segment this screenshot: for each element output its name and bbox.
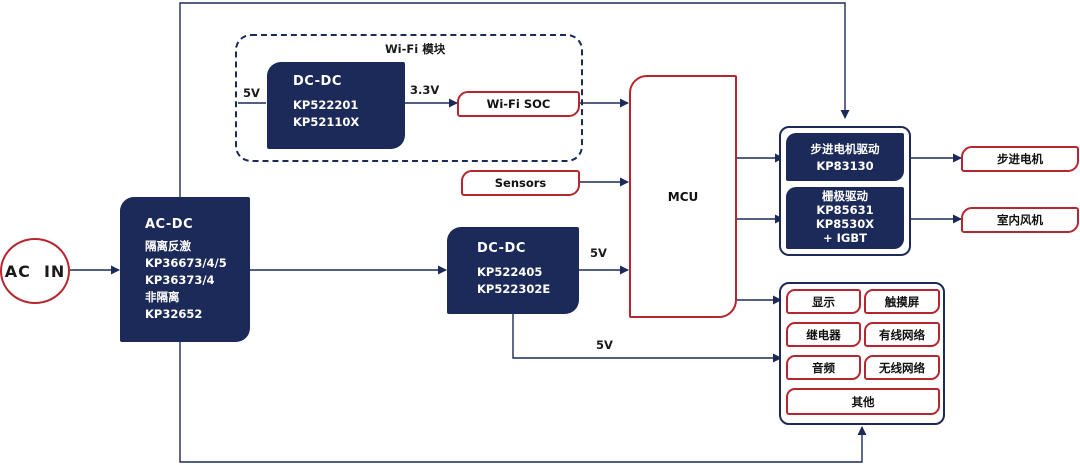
voltage-to-mcu: 5V — [590, 246, 607, 260]
wifi-dcdc-title: DC-DC — [293, 74, 342, 89]
dcdc-main-line: KP522405 — [477, 265, 543, 279]
peripheral-label: 继电器 — [806, 327, 841, 342]
peripheral-label: 触摸屏 — [884, 294, 920, 309]
ac-dc-block: AC-DC 隔离反激 KP36673/4/5 KP36373/4 非隔离 KP3… — [120, 197, 250, 342]
wifi-dcdc-block: DC-DC KP522201 KP52110X — [267, 62, 405, 149]
dcdc-main-block: DC-DC KP522405 KP522302E — [447, 227, 579, 314]
sensors-block: Sensors — [461, 170, 580, 196]
stepper-motor-output: 步进电机 — [961, 146, 1079, 172]
gate-driver-part: KP8530X — [815, 217, 875, 231]
peripheral-other: 其他 — [786, 388, 940, 415]
ac-dc-line: 隔离反激 — [145, 239, 191, 253]
peripheral-label: 音频 — [812, 360, 835, 375]
stepper-driver-title: 步进电机驱动 — [810, 142, 880, 156]
gate-driver-title: 栅极驱动 — [822, 189, 868, 203]
peripheral-label: 其他 — [851, 394, 875, 409]
wifi-dcdc-line: KP522201 — [293, 98, 359, 112]
voltage-to-peripherals: 5V — [596, 338, 613, 352]
peripheral-display: 显示 — [786, 289, 861, 314]
peripheral-audio: 音频 — [786, 355, 861, 380]
gate-driver-part: KP85631 — [816, 203, 874, 217]
ac-in-node: AC IN — [0, 238, 70, 304]
dcdc-main-title: DC-DC — [477, 241, 526, 256]
wifi-module-title: Wi-Fi 模块 — [385, 42, 446, 56]
peripheral-label: 显示 — [812, 294, 835, 309]
peripheral-relay: 继电器 — [786, 322, 861, 347]
peripheral-wireless-network: 无线网络 — [864, 355, 940, 380]
dcdc-main-line: KP522302E — [477, 282, 551, 296]
wifi-module-frame — [235, 34, 583, 162]
wifi-soc: Wi-Fi SOC — [457, 91, 580, 117]
wifi-dcdc-line: KP52110X — [293, 115, 360, 129]
ac-dc-line: KP32652 — [145, 307, 203, 321]
peripheral-touchscreen: 触摸屏 — [864, 289, 940, 314]
gate-driver-block: 栅极驱动 KP85631 KP8530X + IGBT — [786, 187, 904, 249]
mcu-label: MCU — [667, 189, 699, 204]
gate-driver-part: + IGBT — [823, 231, 867, 245]
peripheral-wired-network: 有线网络 — [864, 322, 940, 347]
stepper-driver-block: 步进电机驱动 KP83130 — [786, 133, 904, 181]
ac-dc-title: AC-DC — [145, 217, 194, 232]
ac-dc-line: 非隔离 — [145, 290, 180, 304]
wifi-soc-label: Wi-Fi SOC — [486, 97, 551, 111]
ac-dc-line: KP36673/4/5 — [145, 256, 227, 270]
wifi-output-voltage: 3.3V — [410, 83, 440, 97]
indoor-fan-output: 室内风机 — [961, 207, 1079, 233]
ac-in-label: AC IN — [4, 261, 66, 281]
mcu-block: MCU — [629, 75, 737, 318]
stepper-driver-part: KP83130 — [816, 159, 874, 173]
wifi-input-voltage: 5V — [243, 86, 260, 100]
ac-dc-line: KP36373/4 — [145, 273, 215, 287]
indoor-fan-label: 室内风机 — [997, 213, 1043, 227]
peripheral-label: 有线网络 — [879, 327, 925, 342]
sensors-label: Sensors — [494, 176, 547, 190]
stepper-motor-label: 步进电机 — [997, 152, 1043, 166]
peripheral-label: 无线网络 — [879, 360, 925, 375]
